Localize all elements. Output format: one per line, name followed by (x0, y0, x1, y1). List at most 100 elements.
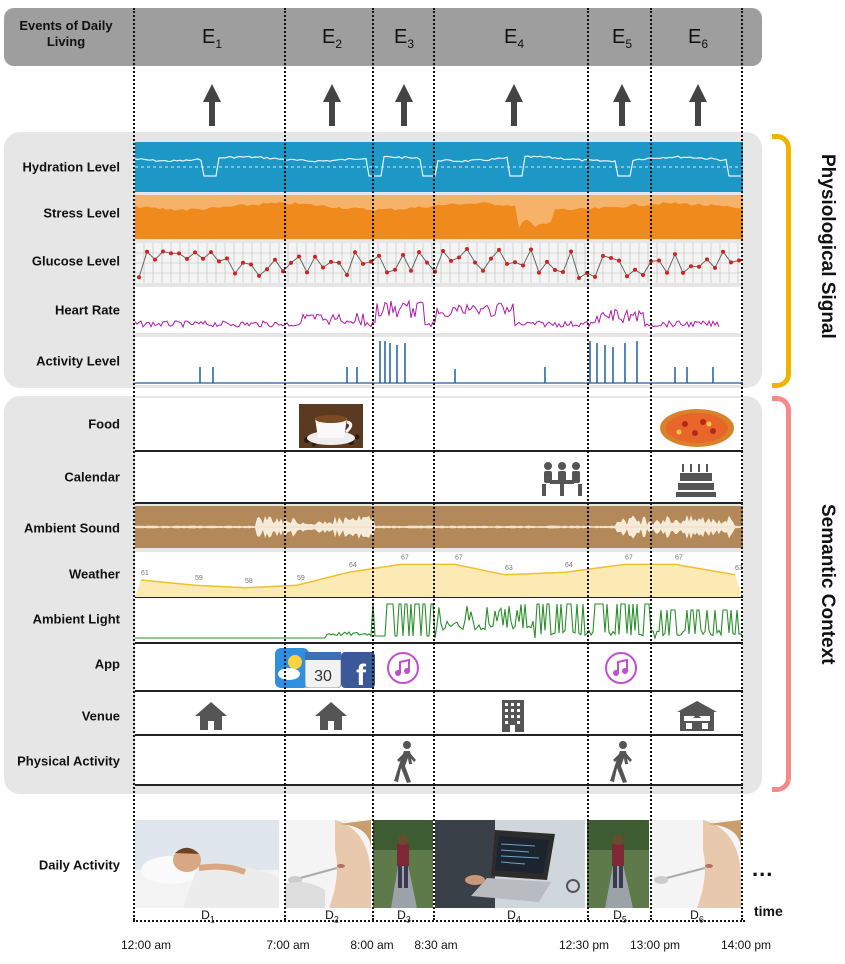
glucose-dot (593, 274, 597, 279)
glucose-dot (657, 258, 661, 263)
glucose-dot (209, 250, 213, 255)
pizza-icon (660, 409, 734, 447)
music-app-icon-2 (605, 652, 637, 684)
weather-area (135, 564, 743, 597)
row-label-activity: Activity Level (36, 353, 120, 369)
time-tick-label: 14:00 pm (720, 938, 772, 952)
time-guide-line (587, 8, 589, 920)
glucose-dot (329, 259, 333, 264)
time-axis (133, 920, 745, 922)
glucose-dot (569, 249, 573, 254)
ambient-light-row (135, 598, 743, 644)
glucose-dot (481, 268, 485, 273)
glucose-dot (681, 270, 685, 275)
daily-activity-label-1: D1 (201, 908, 215, 925)
glucose-dot (617, 258, 621, 263)
heart-rate-line (135, 299, 720, 329)
time-guide-line (433, 8, 435, 920)
row-label-stress: Stress Level (43, 205, 120, 221)
row-label-daily-activity: Daily Activity (38, 857, 120, 873)
weather-value-label: 64 (565, 562, 573, 569)
events-band (4, 8, 762, 66)
photo-walking (373, 820, 433, 908)
glucose-dot (305, 270, 309, 275)
weather-value-label: 67 (625, 554, 633, 561)
weather-app-icon (275, 648, 309, 688)
row-label-hydration: Hydration Level (22, 159, 120, 175)
weather-value-label: 59 (195, 575, 203, 582)
glucose-dot (193, 250, 197, 255)
weather-value-label: 58 (245, 578, 253, 585)
photo-laptop (435, 820, 585, 908)
walking-icon (394, 741, 416, 783)
glucose-dot (225, 256, 229, 261)
facebook-letter: f (356, 659, 367, 688)
glucose-plot (135, 243, 743, 283)
glucose-dot (393, 267, 397, 272)
glucose-dot (705, 257, 709, 262)
weather-value-label: 61 (141, 570, 149, 577)
glucose-dot (185, 256, 189, 261)
glucose-dot (145, 249, 149, 254)
glucose-dots (137, 247, 741, 280)
glucose-dot (577, 276, 581, 280)
row-label-weather: Weather (68, 566, 120, 582)
daily-activity-label-5: D5 (613, 908, 627, 925)
glucose-dot (473, 260, 477, 265)
glucose-dot (697, 264, 701, 269)
activity-spikes (199, 341, 714, 383)
glucose-dot (337, 260, 341, 265)
time-tick-label: 12:00 am (120, 938, 172, 952)
glucose-dot (169, 251, 173, 256)
glucose-dot (273, 257, 277, 262)
event-label-2: E2 (321, 26, 343, 51)
glucose-dot (201, 256, 205, 261)
weather-value-label: 63 (735, 565, 743, 572)
glucose-dot (689, 264, 693, 269)
glucose-line (138, 248, 740, 279)
glucose-dot (361, 261, 365, 266)
row-label-glucose: Glucose Level (31, 253, 120, 269)
time-guide-line (372, 8, 374, 920)
row-label-ambient-sound: Ambient Sound (23, 520, 120, 536)
stress-area (135, 202, 743, 239)
glucose-dot (289, 260, 293, 265)
weather-value-label: 67 (401, 554, 409, 561)
calendar-app-icon: 30 (305, 652, 341, 688)
home-icon (195, 702, 227, 730)
glucose-dot (521, 263, 525, 268)
glucose-dot (449, 258, 453, 263)
physiological-bracket (772, 134, 791, 388)
glucose-dot (673, 252, 677, 257)
glucose-dot (153, 257, 157, 262)
weather-value-label: 67 (455, 554, 463, 561)
row-label-ambient-light: Ambient Light (32, 611, 120, 627)
row-label-physical-activity: Physical Activity (17, 753, 120, 769)
event-label-1: E1 (201, 26, 223, 51)
semantic-bracket (772, 396, 791, 792)
glucose-dot (497, 247, 501, 252)
glucose-dot (377, 253, 381, 258)
glucose-dot (345, 273, 349, 277)
office-building-icon (502, 700, 524, 732)
daily-activity-label-4: D4 (507, 908, 521, 925)
glucose-dot (665, 270, 669, 275)
glucose-dot (257, 273, 261, 278)
row-label-food: Food (88, 416, 120, 432)
row-label-calendar: Calendar (64, 469, 120, 485)
glucose-dot (217, 259, 221, 264)
glucose-dot (529, 247, 533, 252)
daily-activity-label-2: D2 (325, 908, 339, 925)
glucose-dot (633, 267, 637, 272)
activity-bg (135, 337, 743, 385)
weather-value-label: 67 (675, 554, 683, 561)
time-tick-label: 8:00 am (350, 938, 394, 952)
physiological-title: Physiological Signal (817, 154, 838, 339)
glucose-dot (321, 265, 325, 270)
glucose-dot (441, 249, 445, 253)
ambient-sound-plot (135, 506, 743, 548)
row-label-heart-rate: Heart Rate (54, 302, 120, 318)
physical-activity-row (135, 736, 743, 786)
time-axis-label: time (754, 903, 783, 919)
